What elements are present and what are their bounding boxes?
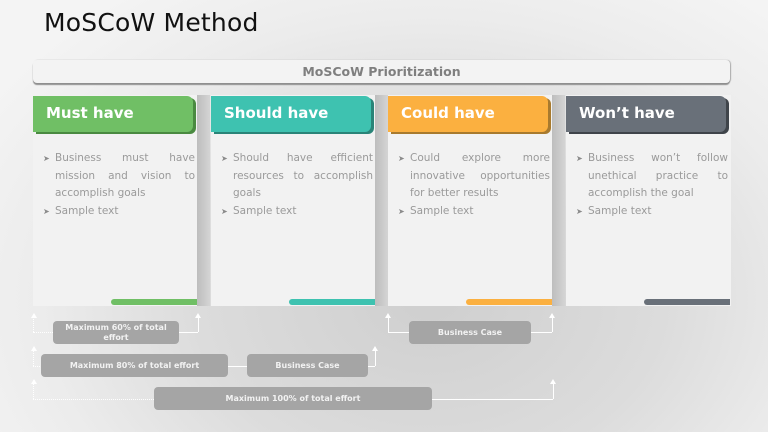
connector-line [33,383,34,399]
connector-line [179,332,198,333]
bullet-list-must-have: ➤Business must have mission and vision t… [43,150,195,220]
connector-line [388,332,409,333]
arrow-up-icon [31,379,37,384]
arrow-up-icon [195,313,201,318]
connector-line [228,366,247,367]
header-should-have: Should have [211,96,371,132]
column-divider [552,95,565,306]
header-could-have-label: Could have [401,104,495,122]
connector-line [552,317,553,332]
arrowhead-bullet-icon: ➤ [43,154,50,163]
arrowhead-bullet-icon: ➤ [576,154,583,163]
list-item: ➤Sample text [398,203,550,221]
list-item: ➤Business won’t follow unethical practic… [576,150,728,203]
arrow-up-icon [31,346,37,351]
connector-line [368,366,375,367]
list-item: ➤Sample text [221,203,373,221]
header-should-have-label: Should have [224,104,329,122]
arrow-up-icon [549,313,555,318]
header-wont-have: Won’t have [566,96,726,132]
connector-line [432,399,553,400]
connector-line [531,332,552,333]
connector-line [553,383,554,399]
column-divider [197,95,210,306]
arrowhead-bullet-icon: ➤ [221,154,228,163]
connector-line [33,366,42,367]
arrowhead-bullet-icon: ➤ [221,206,228,216]
prioritization-banner: MoSCoW Prioritization [33,60,730,83]
bullet-list-should-have: ➤Should have efficient resources to acco… [221,150,373,220]
arrowhead-bullet-icon: ➤ [398,206,405,216]
connector-line [375,350,376,366]
arrow-up-icon [550,379,556,384]
accent-bar-should-have [289,299,375,305]
arrowhead-bullet-icon: ➤ [576,206,583,216]
connector-line [198,317,199,332]
arrow-up-icon [31,313,37,318]
connector-line [33,332,53,333]
connector-line [388,317,389,332]
header-must-have: Must have [33,96,193,132]
bullet-list-wont-have: ➤Business won’t follow unethical practic… [576,150,728,220]
header-must-have-label: Must have [46,104,134,122]
accent-bar-could-have [466,299,552,305]
arrowhead-bullet-icon: ➤ [43,206,50,216]
effort-box-max-60: Maximum 60% of total effort [53,321,179,344]
connector-line [33,350,34,366]
accent-bar-must-have [111,299,197,305]
connector-line [33,399,154,400]
effort-box-business-case-1: Business Case [247,354,368,377]
connector-line [33,317,34,332]
bullet-list-could-have: ➤Could explore more innovative opportuni… [398,150,550,220]
list-item: ➤Could explore more innovative opportuni… [398,150,550,203]
page-title: MoSCoW Method [44,8,259,37]
banner-label: MoSCoW Prioritization [302,64,461,79]
header-wont-have-label: Won’t have [579,104,675,122]
arrow-up-icon [385,313,391,318]
accent-bar-wont-have [644,299,730,305]
effort-box-max-80: Maximum 80% of total effort [41,354,228,377]
arrow-up-icon [372,346,378,351]
column-divider [375,95,388,306]
list-item: ➤Should have efficient resources to acco… [221,150,373,203]
header-could-have: Could have [388,96,548,132]
effort-box-max-100: Maximum 100% of total effort [154,387,432,410]
list-item: ➤Sample text [43,203,195,221]
arrowhead-bullet-icon: ➤ [398,154,405,163]
list-item: ➤Business must have mission and vision t… [43,150,195,203]
effort-box-business-case-2: Business Case [409,321,531,344]
list-item: ➤Sample text [576,203,728,221]
